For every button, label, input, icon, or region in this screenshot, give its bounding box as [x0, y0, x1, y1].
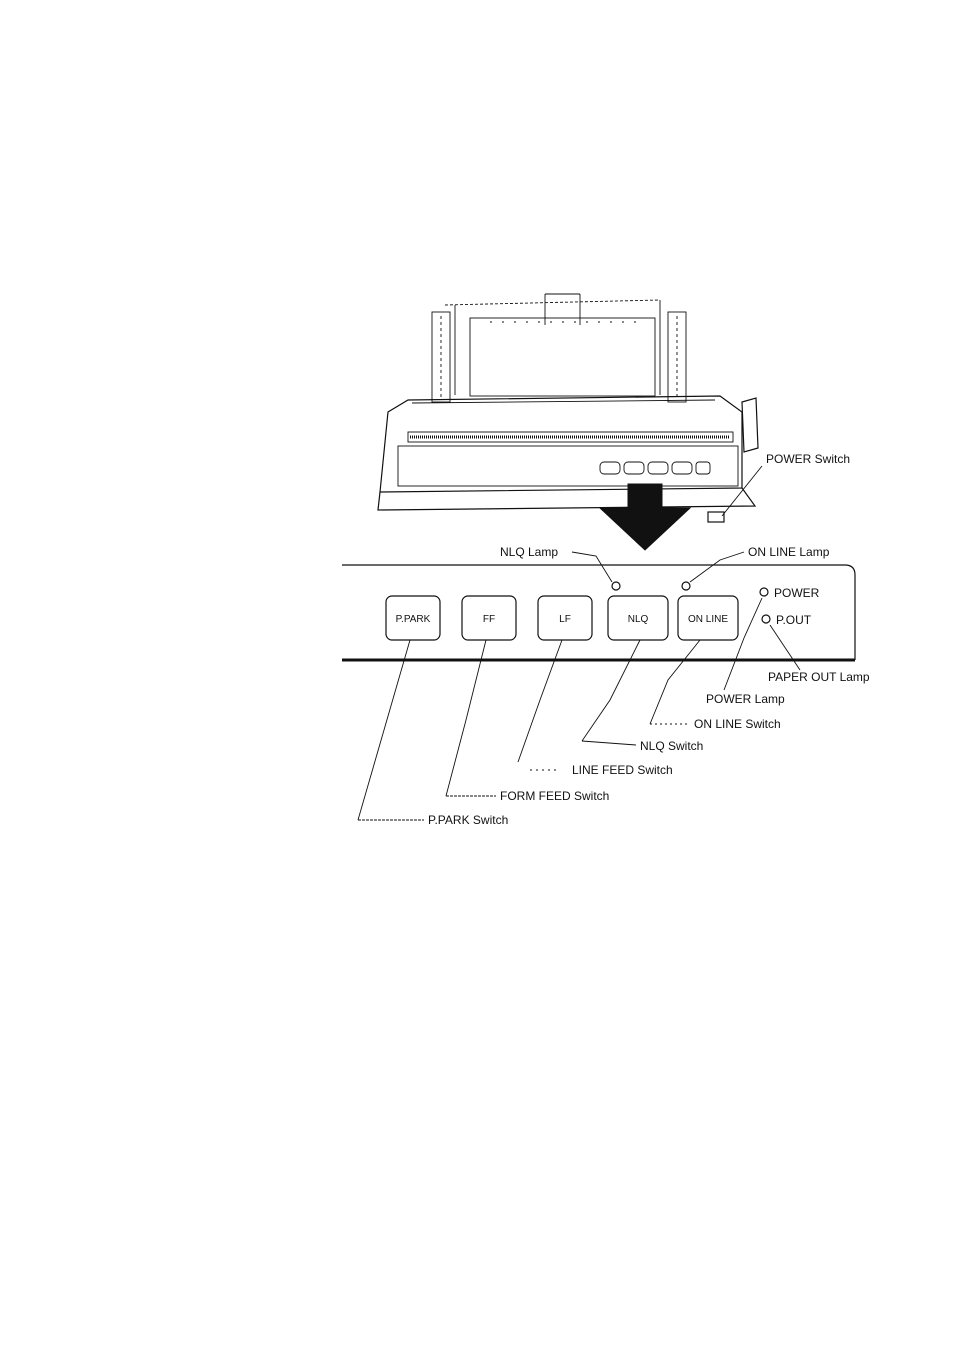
paper-sheet	[445, 294, 660, 396]
ppark-switch-callout: P.PARK Switch	[428, 813, 508, 827]
form-feed-switch-callout: FORM FEED Switch	[500, 789, 609, 803]
pout-lamp	[762, 615, 770, 623]
online-button-label: ON LINE	[688, 614, 728, 625]
tractor-feed-left	[432, 312, 450, 402]
lf-button[interactable]: LF	[538, 596, 592, 640]
nlq-button-label: NLQ	[628, 614, 649, 625]
power-lamp	[760, 588, 768, 596]
paper-out-lamp-callout: PAPER OUT Lamp	[768, 670, 870, 684]
power-switch-callout: POWER Switch	[766, 452, 850, 466]
printer-body	[378, 396, 758, 522]
online-switch-callout: ON LINE Switch	[694, 717, 781, 731]
online-lamp-callout: ON LINE Lamp	[748, 545, 830, 559]
pout-lamp-label: P.OUT	[776, 613, 812, 627]
ppark-button[interactable]: P.PARK	[386, 596, 440, 640]
ppark-button-label: P.PARK	[396, 614, 431, 625]
line-feed-switch-callout: LINE FEED Switch	[572, 763, 673, 777]
printer-illustration: POWER Switch	[378, 294, 850, 522]
online-lamp	[682, 582, 690, 590]
power-switch-illustration	[708, 512, 724, 522]
nlq-switch-callout: NLQ Switch	[640, 739, 703, 753]
tractor-feed-right	[668, 312, 686, 402]
down-arrow-icon	[600, 484, 690, 550]
control-panel-enlarged: P.PARK FF LF NLQ ON LINE POWER P.OUT	[342, 565, 855, 660]
nlq-lamp-callout: NLQ Lamp	[500, 545, 558, 559]
ff-button[interactable]: FF	[462, 596, 516, 640]
lf-button-label: LF	[559, 614, 571, 625]
power-lamp-callout: POWER Lamp	[706, 692, 785, 706]
ff-button-label: FF	[483, 614, 495, 625]
nlq-button[interactable]: NLQ	[608, 596, 668, 640]
online-button[interactable]: ON LINE	[678, 596, 738, 640]
power-lamp-label: POWER	[774, 586, 820, 600]
nlq-lamp	[612, 582, 620, 590]
